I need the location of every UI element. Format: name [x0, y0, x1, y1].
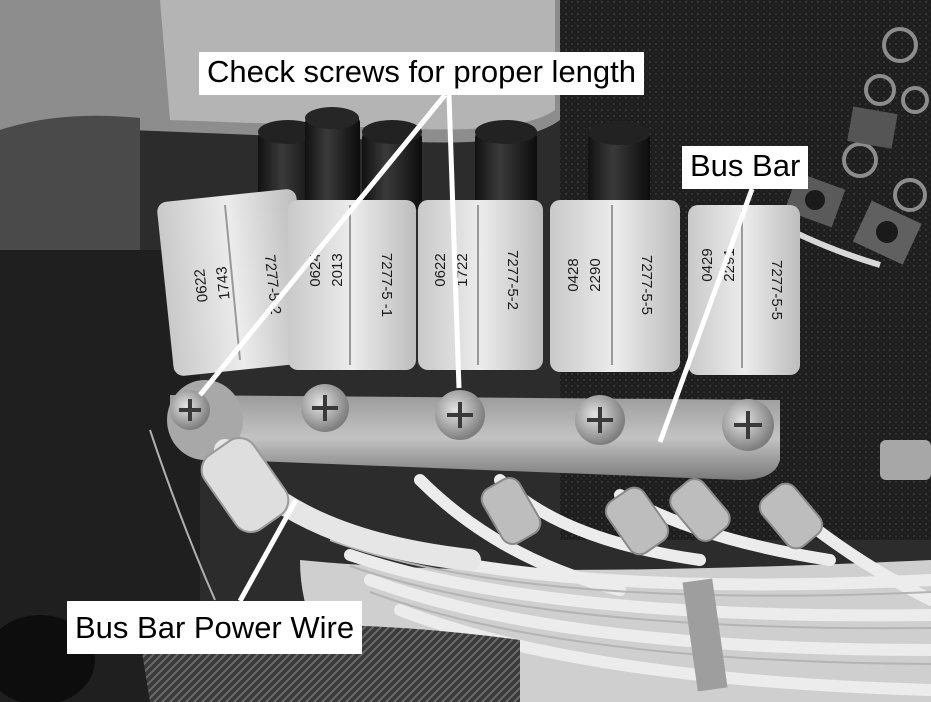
breaker-2-serial: 2013 — [329, 253, 346, 286]
leader-line-screw-left — [198, 93, 447, 397]
callout-bus-bar-power-wire: Bus Bar Power Wire — [67, 601, 363, 654]
breaker-2-part: 7277-5 -1 — [378, 253, 395, 317]
breaker-4-part: 7277-5-5 — [638, 255, 655, 315]
leader-line-power-wire — [237, 498, 299, 603]
screw — [435, 390, 485, 440]
loose-washers — [842, 27, 929, 212]
thin-wire — [149, 429, 216, 601]
leader-line-bus-bar — [657, 188, 755, 443]
bus-bar-screws — [170, 384, 774, 451]
callout-check-screws: Check screws for proper length — [199, 52, 645, 95]
breaker-5-part: 7277-5-5 — [768, 260, 785, 320]
breaker-1-code: 0622 — [191, 268, 211, 303]
breaker-5-code: 0429 — [699, 248, 716, 281]
panel-edge — [0, 115, 140, 260]
crimp-terminals — [480, 477, 824, 556]
breaker-4-code: 0428 — [565, 258, 582, 291]
breaker-knobs — [258, 107, 650, 215]
breaker-1-serial: 1743 — [213, 266, 233, 301]
power-wire-terminal — [200, 436, 290, 534]
breaker-3-part: 7277-5-2 — [504, 250, 521, 310]
metal-fitting — [880, 440, 931, 480]
screw — [301, 384, 349, 432]
breaker-bodies — [157, 189, 800, 376]
screw — [170, 390, 210, 430]
wire-harness — [300, 474, 931, 702]
breaker-3-serial: 1722 — [454, 253, 471, 286]
screw — [722, 399, 774, 451]
breaker-3-code: 0622 — [432, 253, 449, 286]
breaker-4-serial: 2290 — [587, 258, 604, 291]
screw — [575, 395, 625, 445]
leader-lines — [198, 93, 755, 603]
leader-line-screw-center — [446, 94, 462, 389]
callout-bus-bar: Bus Bar — [682, 146, 809, 189]
